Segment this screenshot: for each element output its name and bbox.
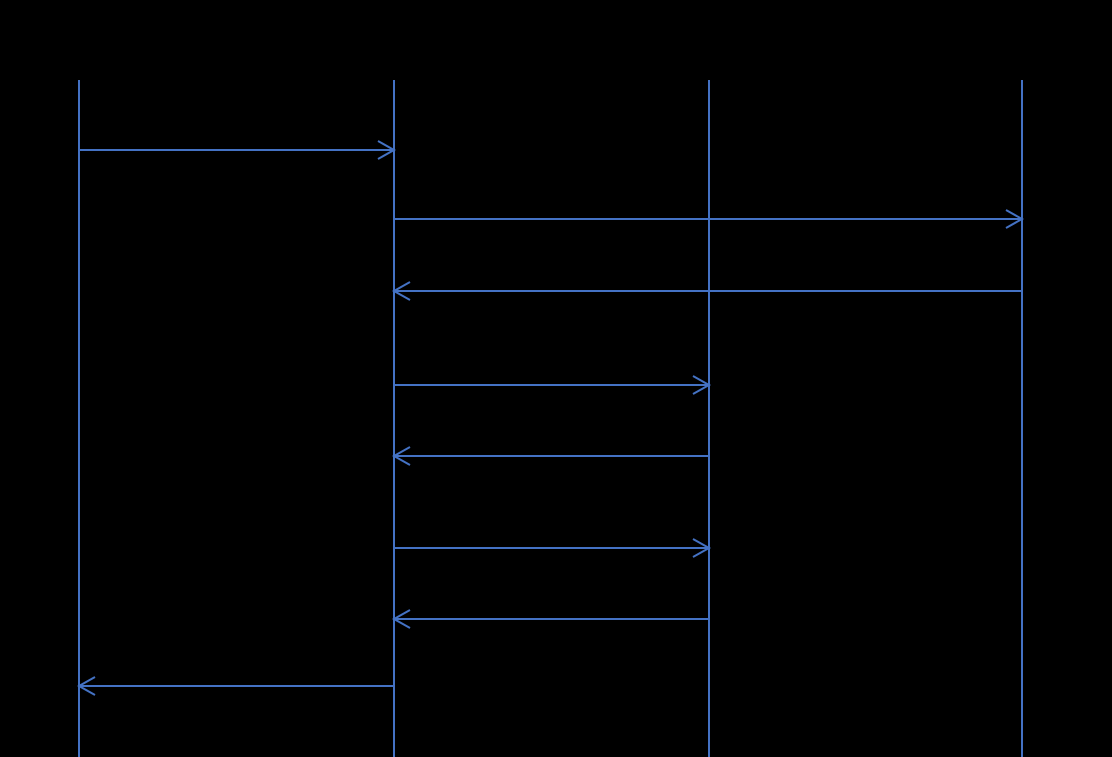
- arrowhead-8: [76, 676, 96, 696]
- message-7: [391, 609, 709, 629]
- message-8: [76, 676, 394, 696]
- message-6: [394, 538, 712, 558]
- lifelines-group: [78, 80, 1023, 757]
- arrowhead-7: [391, 609, 411, 629]
- arrowhead-3: [391, 281, 411, 301]
- arrowhead-4: [692, 375, 712, 395]
- message-5: [391, 446, 709, 466]
- message-1: [79, 140, 397, 160]
- message-3: [391, 281, 1022, 301]
- messages-group: [76, 140, 1025, 696]
- arrowhead-6: [692, 538, 712, 558]
- arrowhead-2: [1005, 209, 1025, 229]
- arrowhead-1: [377, 140, 397, 160]
- message-4: [394, 375, 712, 395]
- message-2: [394, 209, 1025, 229]
- arrowhead-5: [391, 446, 411, 466]
